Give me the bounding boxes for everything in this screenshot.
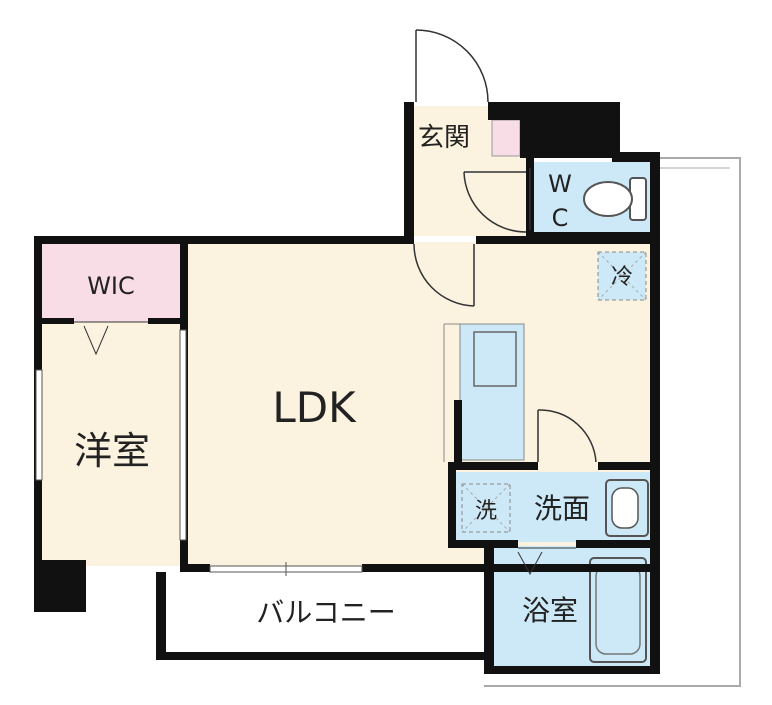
wc-label-w: W	[548, 170, 572, 198]
toilet-bowl	[583, 181, 633, 217]
wc-label-c: C	[552, 204, 569, 232]
wash-basin-bowl	[611, 487, 639, 529]
fridge-diag-1	[597, 251, 647, 301]
wic-label: WIC	[87, 272, 135, 300]
bath-label: 浴室	[522, 594, 578, 627]
kitchen-sink	[473, 331, 517, 387]
washer-label: 洗	[475, 499, 497, 524]
balcony-floor	[162, 574, 488, 660]
western-label: 洋室	[74, 429, 150, 473]
western-floor	[40, 322, 182, 566]
wic-floor	[40, 242, 182, 322]
windows	[35, 329, 363, 576]
balcony-label: バルコニー	[256, 596, 395, 629]
washer-diag-1	[461, 483, 511, 533]
doors	[74, 29, 597, 576]
outer-corridor	[484, 157, 741, 687]
ldk-label: LDK	[272, 383, 357, 432]
washer-diag-2	[461, 483, 511, 533]
fridge-diag-2	[597, 251, 647, 301]
washroom-label: 洗面	[534, 492, 590, 525]
shoe-cabinet	[491, 119, 521, 157]
entrance-label: 玄関	[418, 123, 470, 153]
fridge-label: 冷	[611, 265, 633, 290]
bathtub-inner	[595, 565, 641, 655]
